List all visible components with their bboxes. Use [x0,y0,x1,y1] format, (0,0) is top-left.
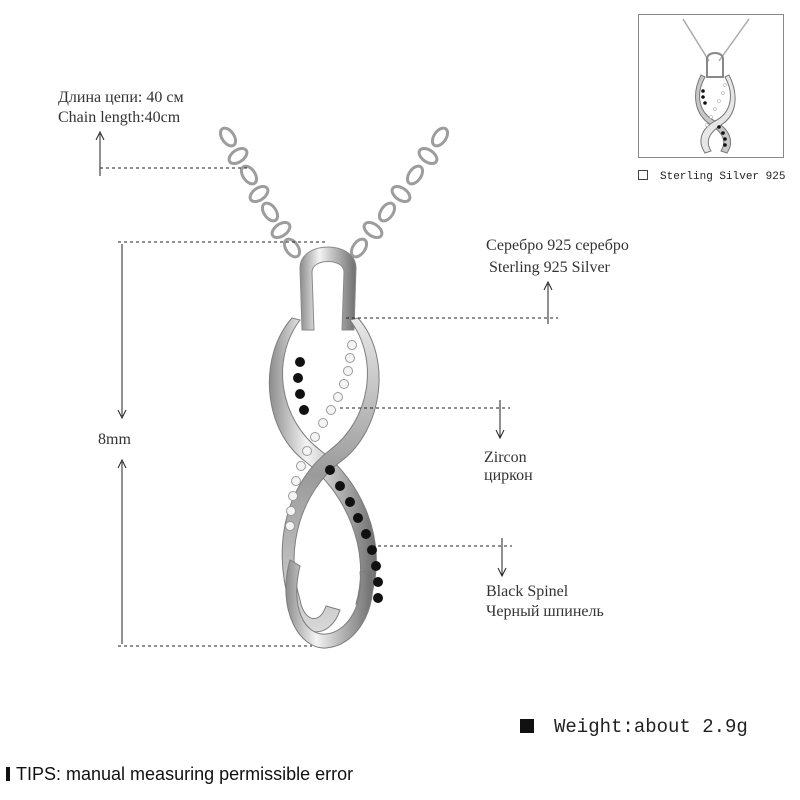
thumbnail-caption: Sterling Silver 925 [638,170,785,183]
zircon-en-label: Zircon [484,449,527,466]
black-spinel-stones-bottom [325,465,383,603]
tips-note: TIPS: manual measuring permissible error [6,764,353,785]
chain-left [218,126,302,259]
weight-text: Weight:about 2.9g [554,716,748,738]
checkbox-icon[interactable] [638,170,648,180]
tips-text: TIPS: manual measuring permissible error [16,764,354,784]
bar-bullet-icon [6,767,10,781]
chain-length-ru-label: Длина цепи: 40 см [58,89,184,106]
dimension-guides [95,130,558,647]
silver-ru-label: Серебро 925 серебро [486,237,629,254]
pendant-bottom-loop [285,559,374,649]
silver-en-label: Sterling 925 Silver [489,259,610,276]
black-spinel-stones-top [293,357,309,415]
pendant-bail [299,246,357,331]
weight-info: Weight:about 2.9g [520,716,748,738]
square-bullet-icon [520,719,534,733]
zircon-stones [285,340,357,531]
zircon-ru-label: циркон [484,467,533,484]
spinel-ru-label: Черный шпинель [486,603,604,620]
spinel-en-label: Black Spinel [486,583,569,600]
thumbnail-caption-text: Sterling Silver 925 [660,171,786,183]
thumbnail-image [682,18,750,154]
chain-right [349,126,450,259]
chain-length-en-label: Chain length:40cm [58,109,181,126]
height-label: 8mm [98,431,131,448]
product-thumbnail[interactable] [638,14,784,158]
